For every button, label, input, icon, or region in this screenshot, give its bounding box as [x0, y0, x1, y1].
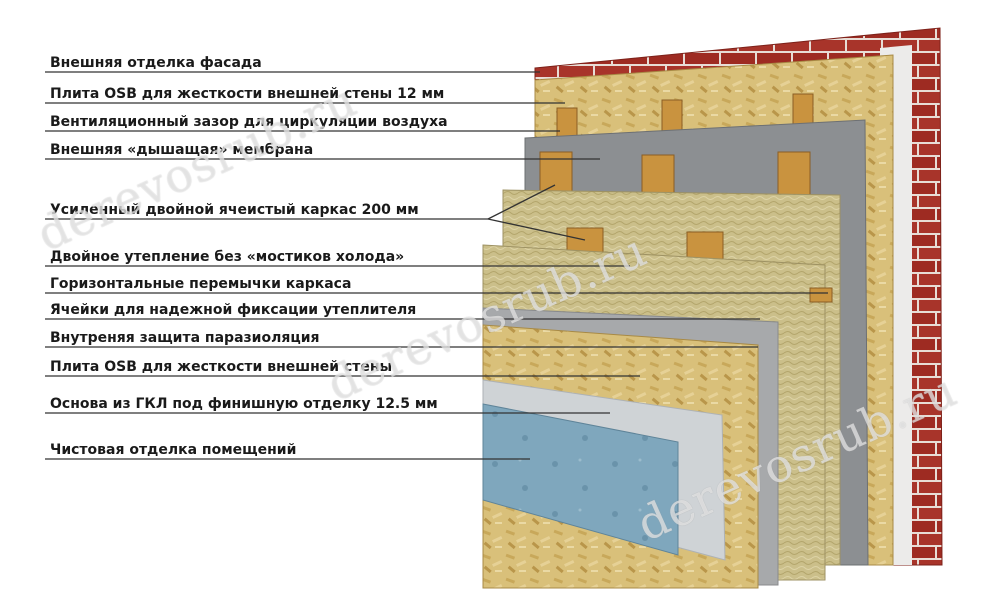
label-double-frame: Усиленный двойной ячеистый каркас 200 мм	[50, 202, 419, 218]
label-horizontal-crossbars: Горизонтальные перемычки каркаса	[50, 276, 352, 292]
interior-finish-layer	[482, 403, 679, 556]
label-double-insulation: Двойное утепление без «мостиков холода»	[50, 249, 405, 265]
label-ventilation-gap: Вентиляционный зазор для циркуляции возд…	[50, 114, 448, 130]
label-outer-osb: Плита OSB для жесткости внешней стены 12…	[50, 86, 445, 102]
label-vapor-barrier: Внутреняя защита паразиоляция	[50, 330, 320, 346]
label-drywall-base: Основа из ГКЛ под финишную отделку 12.5 …	[50, 396, 438, 412]
label-insulation-cells: Ячейки для надежной фиксации утеплителя	[50, 302, 417, 318]
label-facade-finish: Внешняя отделка фасада	[50, 55, 262, 71]
label-breathable-membrane: Внешняя «дышащая» мембрана	[50, 142, 314, 158]
horizontal-crossbar	[809, 287, 833, 303]
leader-lines	[45, 71, 828, 460]
label-inner-osb: Плита OSB для жесткости внешней стены	[50, 359, 393, 375]
label-interior-finish: Чистовая отделка помещений	[50, 442, 297, 458]
